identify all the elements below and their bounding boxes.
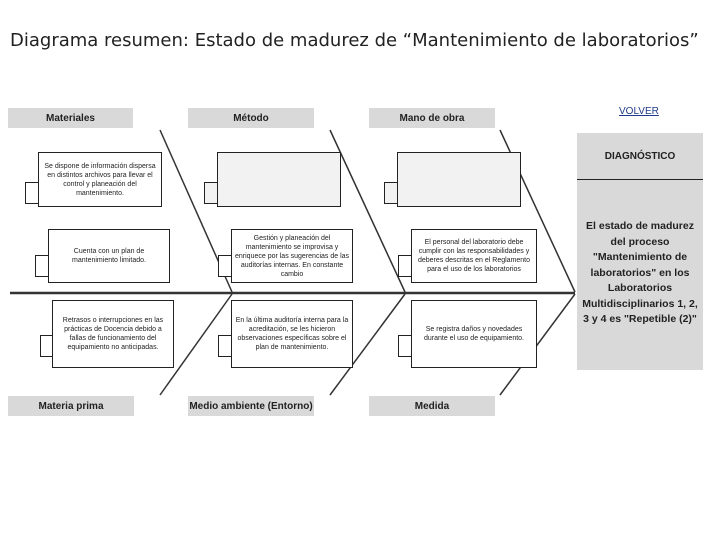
cause-tab <box>40 335 54 357</box>
cause-tab <box>398 255 412 277</box>
bone-medida <box>499 293 576 396</box>
cause-tab <box>398 335 412 357</box>
back-link[interactable]: VOLVER <box>619 106 659 117</box>
bone-medio-ambiente <box>329 293 406 396</box>
cause-box-materiales-1: Se dispone de información dispersa en di… <box>38 152 162 207</box>
cause-tab <box>218 335 232 357</box>
diagnosis-text: El estado de madurez del proceso "Manten… <box>582 220 698 325</box>
cause-tab <box>25 182 39 204</box>
category-mano-de-obra: Mano de obra <box>369 108 495 128</box>
page-title: Diagrama resumen: Estado de madurez de “… <box>10 30 699 51</box>
category-materiales: Materiales <box>8 108 133 128</box>
bone-metodo <box>329 129 406 293</box>
diagnosis-panel: DIAGNÓSTICO El estado de madurez del pro… <box>577 133 703 370</box>
category-medio-ambiente: Medio ambiente (Entorno) <box>188 396 314 416</box>
cause-tab <box>204 182 218 204</box>
cause-box-metodo-1-empty <box>217 152 341 207</box>
category-metodo: Método <box>188 108 314 128</box>
cause-tab <box>35 255 49 277</box>
cause-box-metodo-2: Gestión y planeación del mantenimiento s… <box>231 229 353 283</box>
cause-box-mano-2: El personal del laboratorio debe cumplir… <box>411 229 537 283</box>
cause-box-materiales-3: Retrasos o interrupciones en las práctic… <box>52 300 174 368</box>
cause-box-mano-1-empty <box>397 152 521 207</box>
cause-box-metodo-3: En la última auditoría interna para la a… <box>231 300 353 368</box>
cause-tab <box>384 182 398 204</box>
category-materia-prima: Materia prima <box>8 396 134 416</box>
category-medida: Medida <box>369 396 495 416</box>
cause-box-materiales-2: Cuenta con un plan de mantenimiento limi… <box>48 229 170 283</box>
cause-box-mano-3: Se registra daños y novedades durante el… <box>411 300 537 368</box>
diagnosis-heading: DIAGNÓSTICO <box>577 133 703 180</box>
bone-materia-prima <box>159 293 233 396</box>
cause-tab <box>218 255 232 277</box>
